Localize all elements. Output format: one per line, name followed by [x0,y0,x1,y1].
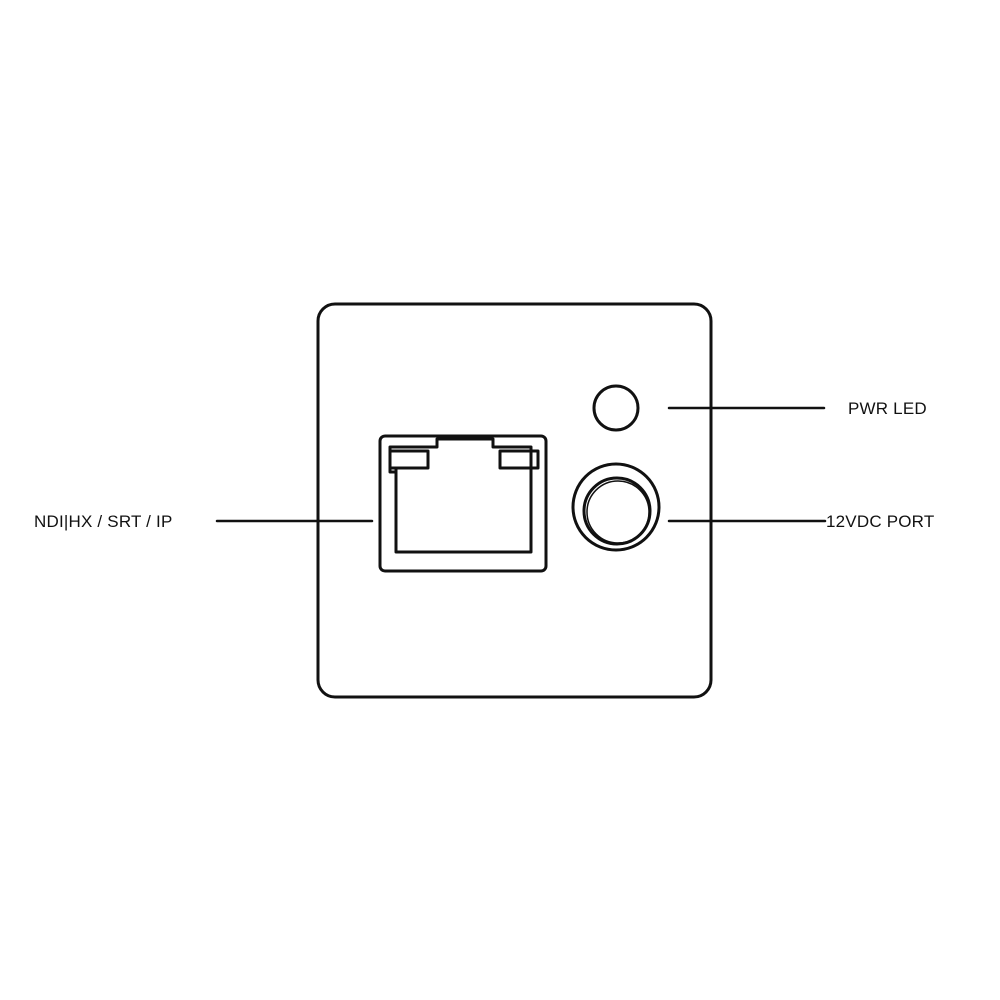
dc-power-port-icon [571,462,661,552]
power-led-icon [592,384,640,432]
ethernet-port-icon [378,434,548,573]
ndi-hx-srt-ip-label: NDI|HX / SRT / IP [34,512,173,531]
12vdc-port-label: 12VDC PORT [826,512,935,531]
device-panel [316,302,713,699]
pwr-led-label: PWR LED [848,399,927,418]
